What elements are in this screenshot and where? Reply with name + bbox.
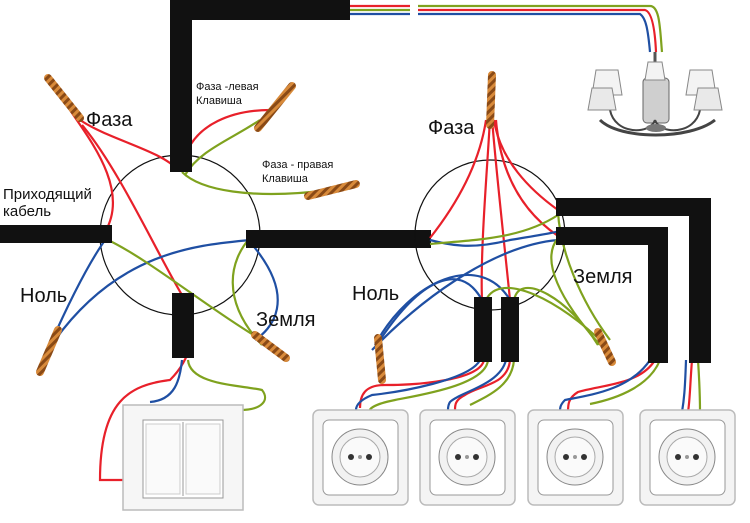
- label-ground-right: Земля: [573, 266, 632, 288]
- cables-right: [474, 198, 711, 363]
- label-neutral-left: Ноль: [20, 285, 67, 307]
- socket-icon: [419, 409, 516, 506]
- label-phase-right: Фаза: [428, 117, 475, 139]
- label-incoming-cable-2: кабель: [3, 203, 51, 220]
- wires-to-chandelier: [350, 4, 664, 53]
- label-neutral-right: Ноль: [352, 283, 399, 305]
- wires-right-neutral: [354, 228, 688, 413]
- double-switch-icon: [122, 404, 244, 511]
- label-phase-left: Фаза: [86, 109, 133, 131]
- label-phase-right-key-2: Клавиша: [262, 173, 309, 185]
- socket-icon: [312, 409, 409, 506]
- label-phase-left-key-1: Фаза -левая: [196, 81, 259, 93]
- label-ground-left: Земля: [256, 309, 315, 331]
- chandelier-icon: [587, 52, 723, 137]
- socket-icon: [527, 409, 624, 506]
- socket-icon: [639, 409, 736, 506]
- wires-right-phase: [358, 117, 694, 413]
- label-phase-left-key-2: Клавиша: [196, 95, 243, 107]
- label-phase-right-key-1: Фаза - правая: [262, 159, 333, 171]
- twisted-connections-left: [36, 74, 360, 376]
- label-incoming-cable-1: Приходящий: [3, 186, 92, 203]
- cables-left: [0, 0, 431, 358]
- wires-right-ground: [368, 211, 702, 413]
- twisted-connections-right: [374, 71, 616, 384]
